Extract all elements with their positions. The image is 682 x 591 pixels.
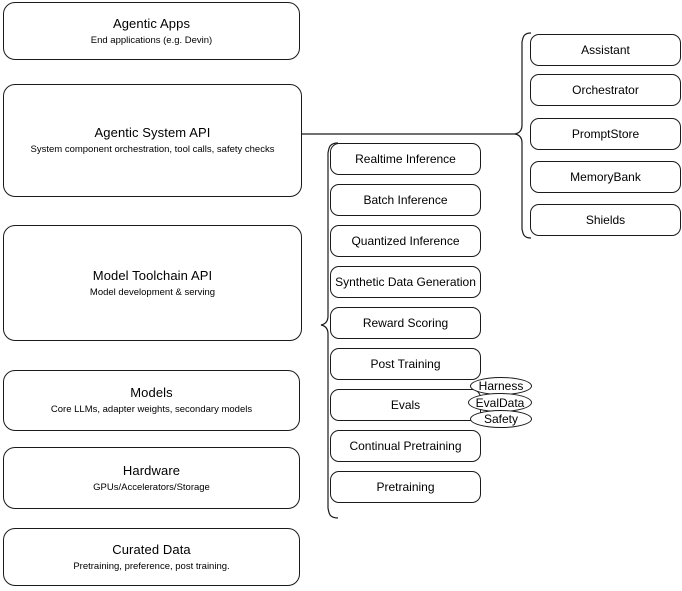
right-item-label: Assistant — [581, 42, 630, 57]
middle-item-label: Evals — [390, 397, 421, 412]
layer-title: Model Toolchain API — [92, 267, 213, 283]
middle-item-pretraining[interactable]: Pretraining — [330, 471, 481, 503]
middle-item-label: Continual Pretraining — [349, 438, 462, 453]
middle-item-evals[interactable]: Evals — [330, 389, 481, 421]
layer-subtitle: End applications (e.g. Devin) — [90, 34, 213, 46]
layer-subtitle: Pretraining, preference, post training. — [73, 560, 230, 572]
layer-title: Models — [130, 385, 173, 400]
middle-item-label: Quantized Inference — [351, 233, 460, 248]
right-item-promptstore[interactable]: PromptStore — [530, 118, 681, 150]
layer-agentic-apps[interactable]: Agentic Apps End applications (e.g. Devi… — [3, 2, 300, 60]
middle-item-post-training[interactable]: Post Training — [330, 348, 481, 380]
right-item-shields[interactable]: Shields — [530, 204, 681, 236]
right-item-label: PromptStore — [571, 126, 640, 141]
eval-badge-label: EvalData — [475, 395, 525, 410]
middle-item-quantized-inference[interactable]: Quantized Inference — [330, 225, 481, 257]
right-item-orchestrator[interactable]: Orchestrator — [530, 74, 681, 106]
layer-title: Hardware — [122, 462, 181, 478]
middle-item-synthetic-data-generation[interactable]: Synthetic Data Generation — [330, 266, 481, 298]
middle-item-batch-inference[interactable]: Batch Inference — [330, 184, 481, 216]
layer-hardware[interactable]: Hardware GPUs/Accelerators/Storage — [3, 447, 300, 509]
layer-subtitle: System component orchestration, tool cal… — [30, 144, 275, 155]
middle-item-label: Realtime Inference — [355, 151, 456, 166]
layer-title: Agentic Apps — [112, 15, 191, 31]
middle-item-continual-pretraining[interactable]: Continual Pretraining — [330, 430, 481, 462]
layer-models[interactable]: Models Core LLMs, adapter weights, secon… — [3, 370, 300, 431]
layer-subtitle: Model development & serving — [89, 286, 216, 298]
right-item-label: MemoryBank — [570, 169, 641, 184]
right-item-memorybank[interactable]: MemoryBank — [530, 161, 681, 193]
layer-title: Curated Data — [112, 541, 191, 557]
layer-agentic-system-api[interactable]: Agentic System API System component orch… — [3, 84, 302, 197]
middle-item-label: Reward Scoring — [362, 315, 449, 330]
right-item-label: Shields — [585, 212, 626, 227]
layer-model-toolchain-api[interactable]: Model Toolchain API Model development & … — [3, 225, 302, 341]
layer-subtitle: GPUs/Accelerators/Storage — [93, 481, 210, 493]
layer-subtitle: Core LLMs, adapter weights, secondary mo… — [50, 404, 253, 415]
right-column-brace — [514, 32, 532, 239]
middle-item-label: Pretraining — [376, 479, 435, 494]
right-item-assistant[interactable]: Assistant — [530, 34, 681, 66]
middle-item-label: Synthetic Data Generation — [335, 274, 476, 289]
eval-badge-label: Safety — [483, 412, 519, 426]
layer-title: Agentic System API — [94, 125, 211, 140]
right-item-label: Orchestrator — [572, 82, 639, 97]
middle-item-realtime-inference[interactable]: Realtime Inference — [330, 143, 481, 175]
middle-item-label: Post Training — [370, 356, 441, 371]
middle-item-label: Batch Inference — [363, 192, 448, 207]
eval-badge-safety[interactable]: Safety — [470, 410, 532, 428]
layer-curated-data[interactable]: Curated Data Pretraining, preference, po… — [3, 528, 300, 586]
eval-badge-label: Harness — [478, 379, 524, 393]
middle-item-reward-scoring[interactable]: Reward Scoring — [330, 307, 481, 339]
